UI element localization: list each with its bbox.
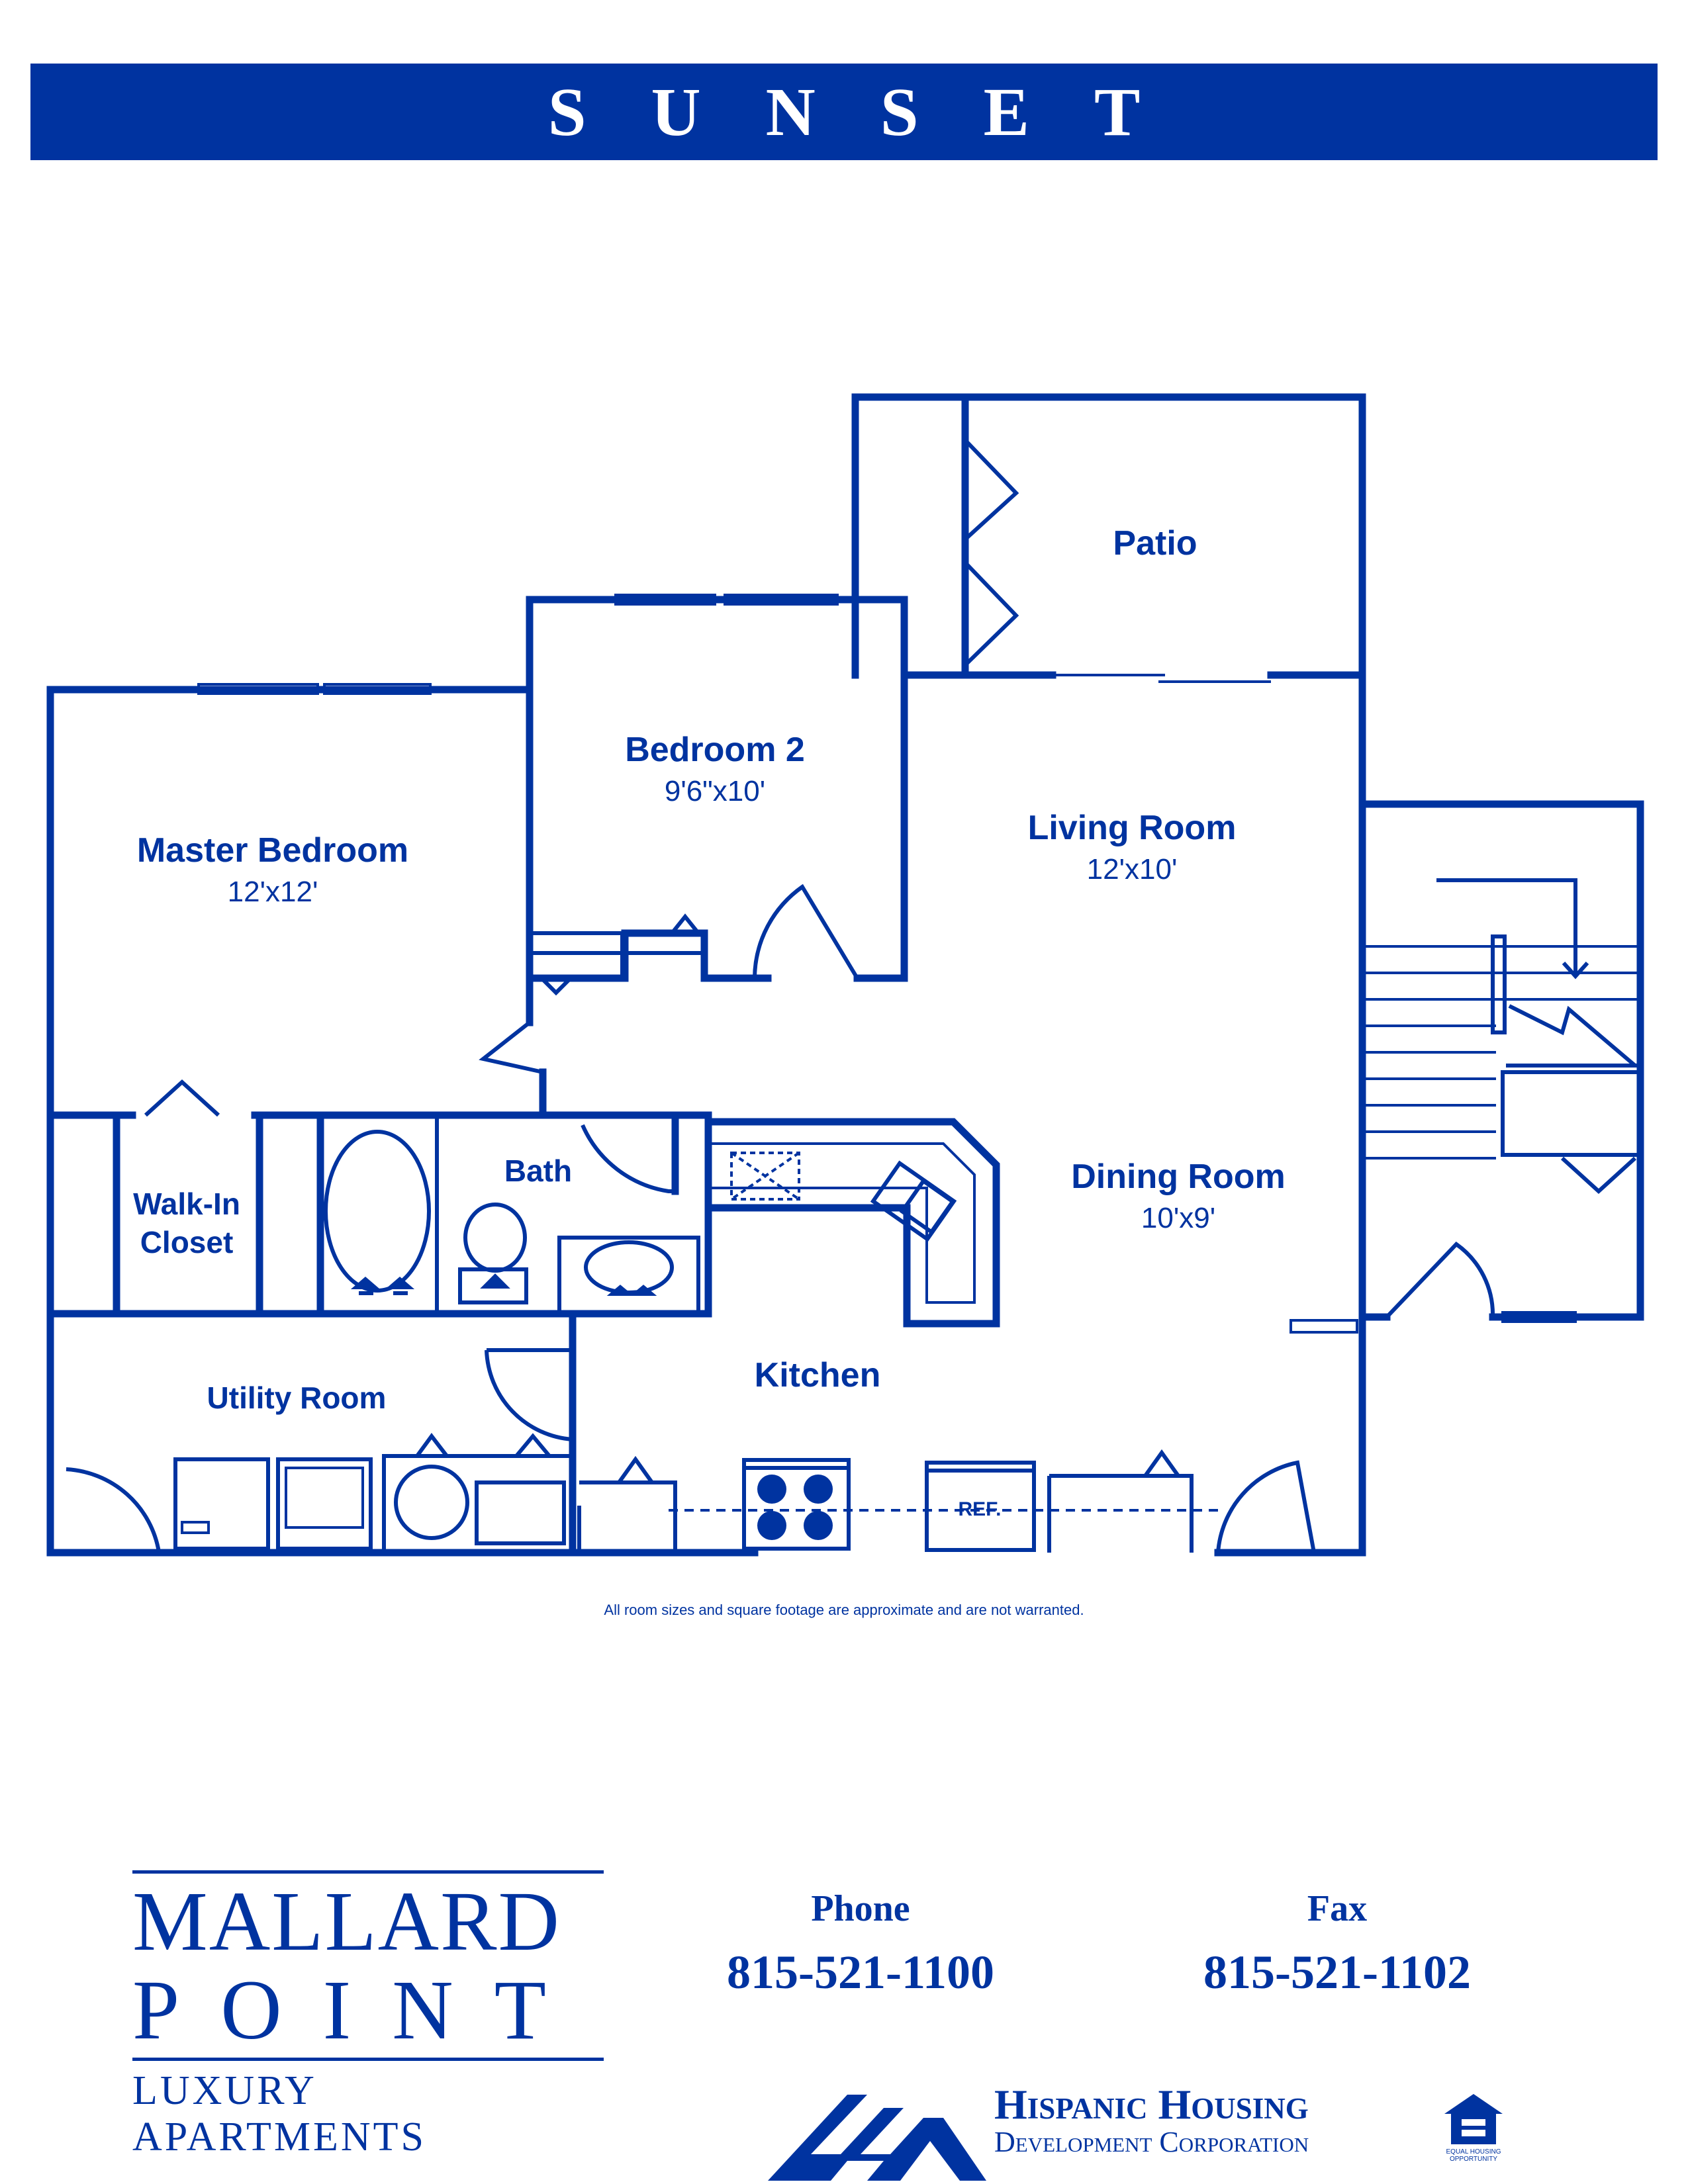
- stairs: [1362, 878, 1640, 1160]
- title-banner: SUNSET: [30, 64, 1658, 160]
- room-labels: Patio Bedroom 2 9'6"x10' Master Bedroom …: [133, 524, 1286, 1520]
- phone-block: Phone 815-521-1100: [688, 1888, 1033, 2000]
- patio-label: Patio: [1113, 524, 1197, 563]
- logo-line-2: POINT: [132, 1963, 587, 2057]
- phone-number: 815-521-1100: [727, 1946, 994, 1999]
- disclaimer: All room sizes and square footage are ap…: [604, 1602, 1084, 1618]
- phone-label: Phone: [811, 1888, 910, 1929]
- closet-label-line1: Walk-In: [133, 1187, 240, 1221]
- logo-line-1: MALLARD: [132, 1874, 561, 1968]
- bath-label: Bath: [504, 1154, 572, 1188]
- doors: [66, 438, 1637, 1553]
- bedroom2-dims: 9'6"x10': [665, 775, 765, 807]
- equal-housing-text: EQUAL HOUSING OPPORTUNITY: [1446, 2148, 1501, 2163]
- developer-name: Hispanic Housing: [994, 2081, 1309, 2128]
- bath-fixtures: [324, 1115, 700, 1316]
- fax-label: Fax: [1307, 1888, 1368, 1929]
- living-room-dims: 12'x10': [1087, 853, 1178, 886]
- utility-fixtures: [173, 1432, 569, 1553]
- logo-rule-top: [132, 1870, 604, 1874]
- utility-room-label: Utility Room: [207, 1381, 387, 1415]
- plan-title: SUNSET: [547, 73, 1205, 150]
- dining-room-label: Dining Room: [1071, 1158, 1286, 1196]
- master-bedroom-dims: 12'x12': [228, 876, 318, 908]
- dining-room-dims: 10'x9': [1141, 1202, 1215, 1234]
- developer-logo: Hispanic Housing Development Corporation: [768, 2083, 1364, 2181]
- kitchen-fixtures: [577, 1118, 1218, 1553]
- closets: [528, 913, 1642, 1157]
- walls: [46, 393, 1644, 1557]
- living-room-label: Living Room: [1028, 809, 1237, 847]
- developer-roof-icon: [768, 2095, 986, 2181]
- closet-label-line2: Closet: [140, 1225, 234, 1259]
- windows: [197, 594, 1577, 1334]
- fax-block: Fax 815-521-1102: [1165, 1888, 1509, 2000]
- fax-number: 815-521-1102: [1203, 1946, 1471, 1999]
- logo-line-3: LUXURY APARTMENTS: [132, 2068, 426, 2160]
- logo-rule-bottom: [132, 2058, 604, 2061]
- refrigerator-label: REF.: [958, 1498, 1001, 1520]
- equal-housing-logo: EQUAL HOUSING OPPORTUNITY: [1442, 2091, 1505, 2177]
- kitchen-label: Kitchen: [755, 1356, 881, 1394]
- developer-subtitle: Development Corporation: [994, 2126, 1309, 2158]
- floor-plan: Patio Bedroom 2 9'6"x10' Master Bedroom …: [46, 393, 1644, 1557]
- bedroom2-label: Bedroom 2: [625, 731, 805, 769]
- equal-housing-icon: [1444, 2094, 1503, 2144]
- master-bedroom-label: Master Bedroom: [137, 831, 408, 870]
- mallard-point-logo: MALLARD POINT LUXURY APARTMENTS: [132, 1870, 604, 2160]
